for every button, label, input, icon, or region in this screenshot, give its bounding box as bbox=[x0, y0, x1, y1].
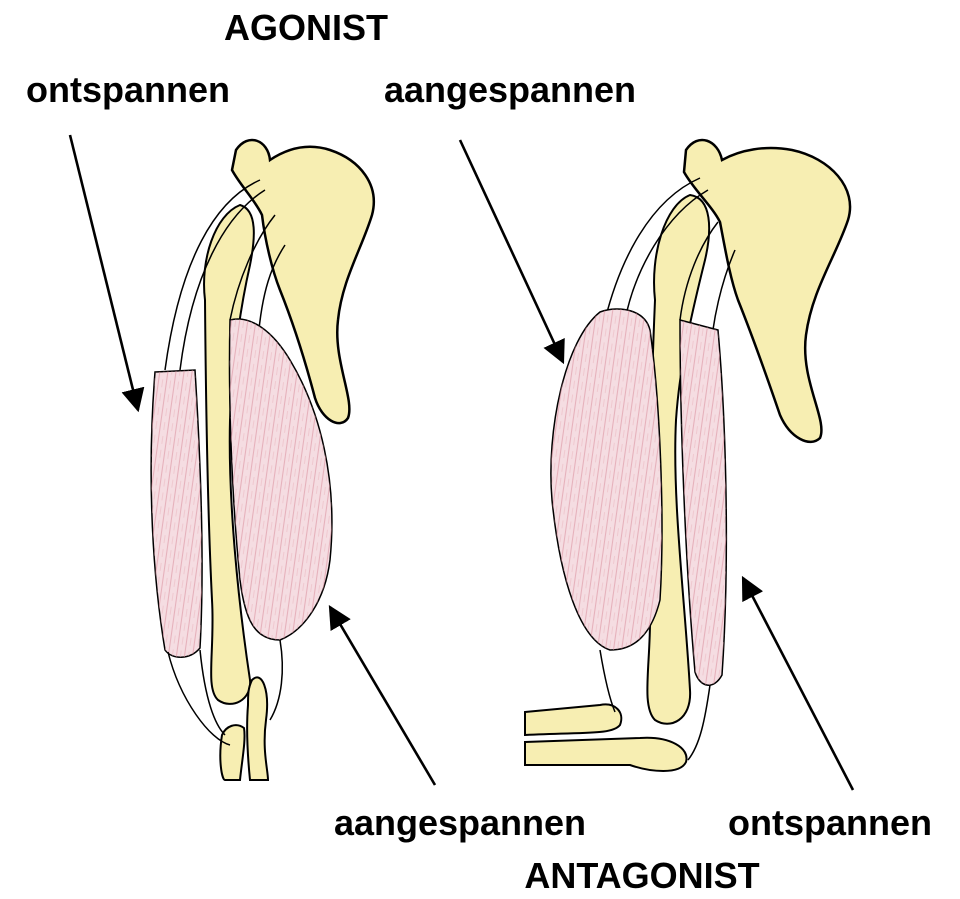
left-tendon-short bbox=[229, 214, 276, 321]
left-tendon-long bbox=[164, 179, 261, 371]
right-tendon-long bbox=[604, 177, 701, 321]
right-triceps-fibers bbox=[680, 320, 727, 686]
right-lower-tendon-b bbox=[687, 684, 711, 761]
left-biceps-fibers bbox=[151, 370, 203, 658]
label-right-bottom: ontspannen bbox=[728, 802, 932, 843]
left-triceps-fibers bbox=[229, 319, 332, 640]
label-left-bottom: aangespannen bbox=[334, 802, 586, 843]
left-tendon-long-inner bbox=[179, 189, 266, 371]
arrow-left-top bbox=[68, 134, 145, 413]
arrow-right-top bbox=[458, 139, 565, 365]
right-tendon-long-inner bbox=[624, 189, 709, 321]
left-lower-tendon-a bbox=[167, 651, 231, 746]
left-lower-tendon-c bbox=[269, 639, 284, 721]
label-left-top: ontspannen bbox=[26, 69, 230, 110]
right-forearm-bone-radius bbox=[524, 703, 623, 737]
right-arm bbox=[524, 138, 852, 772]
left-scapula bbox=[230, 138, 375, 425]
left-forearm-bone-ulna bbox=[219, 724, 246, 781]
right-lower-tendon-a bbox=[599, 649, 616, 713]
left-humerus bbox=[203, 203, 255, 705]
arrow-left-bottom bbox=[328, 604, 437, 786]
right-forearm-bone-ulna bbox=[524, 736, 688, 772]
left-tendon-tri bbox=[257, 244, 286, 341]
agonist-title: AGONIST bbox=[224, 7, 388, 48]
right-tendon-short bbox=[679, 221, 719, 321]
right-scapula bbox=[682, 138, 852, 444]
label-right-top: aangespannen bbox=[384, 69, 636, 110]
left-forearm-bone-radius bbox=[246, 676, 270, 781]
arrow-right-bottom bbox=[741, 575, 855, 791]
antagonist-title: ANTAGONIST bbox=[524, 855, 759, 896]
left-lower-tendon-b bbox=[199, 649, 226, 736]
left-arm bbox=[150, 138, 375, 781]
right-biceps-fibers bbox=[550, 309, 662, 650]
